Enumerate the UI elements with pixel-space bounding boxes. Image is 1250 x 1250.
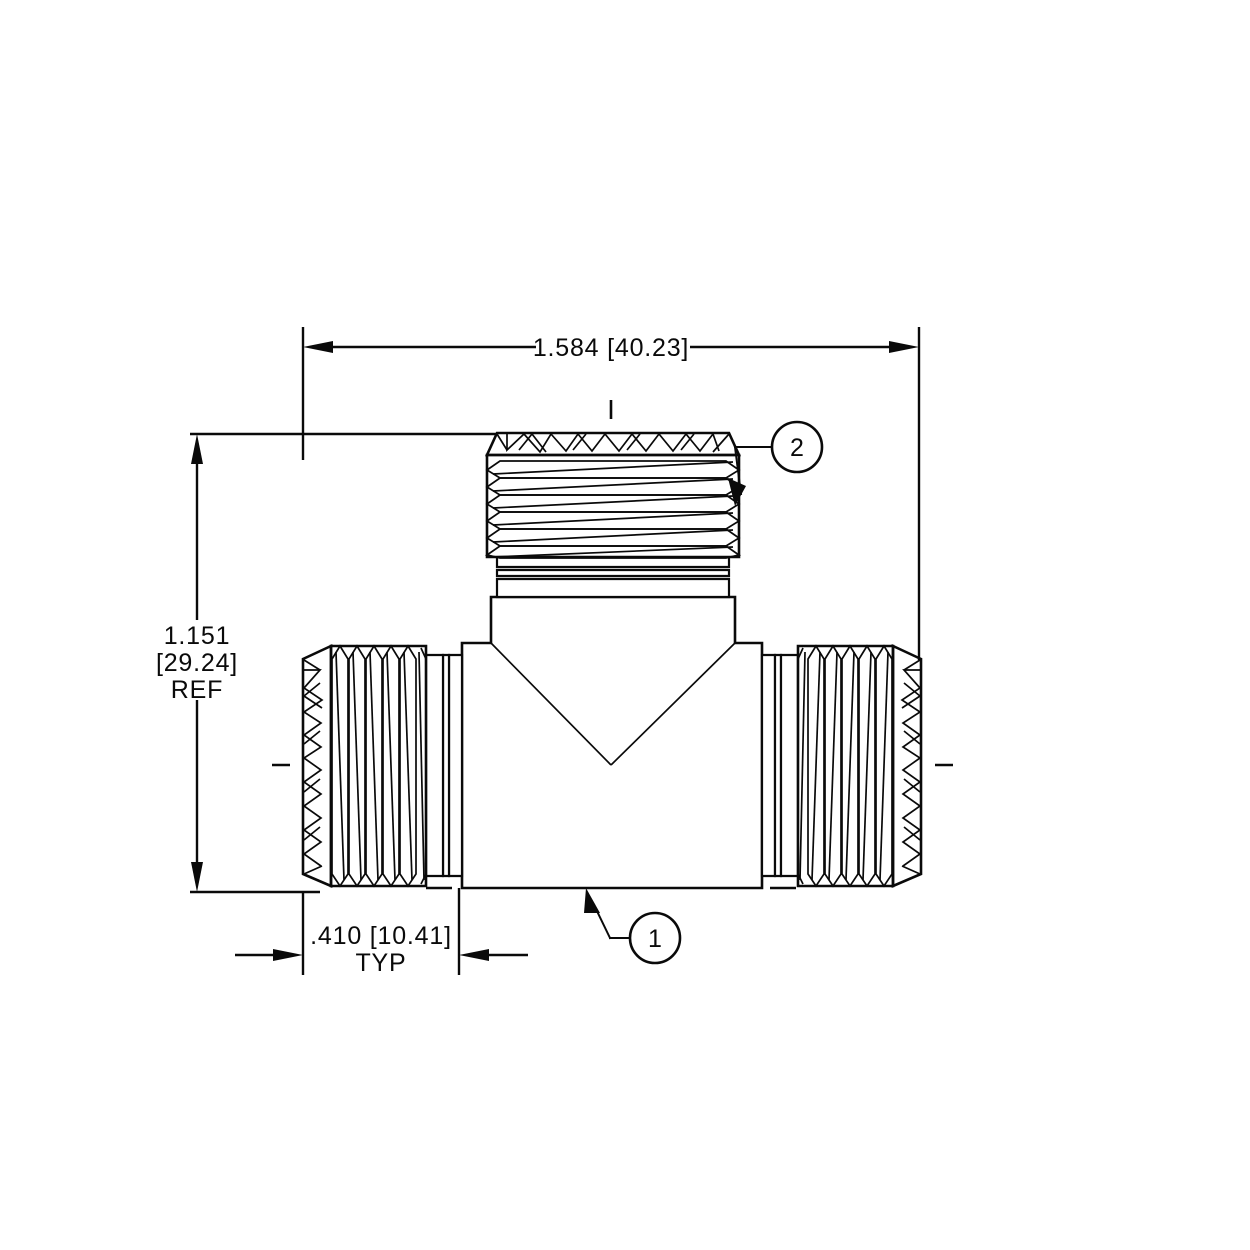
overall-height-label-note: REF: [171, 676, 223, 704]
overall-width-dimension: 1.584 [40.23]: [303, 334, 919, 362]
thread-length-dimension: .410 [10.41] TYP: [235, 922, 528, 977]
left-collar-band-3: [447, 653, 464, 878]
extension-lines: [190, 327, 921, 975]
overall-height-label-mm: [29.24]: [156, 649, 238, 677]
balloon-circle-1[interactable]: [628, 911, 682, 965]
balloon-label-2: 2: [790, 434, 804, 462]
top-collar-band-3: [495, 577, 731, 599]
left-collar-band-1: [424, 653, 445, 878]
thread-length-label-note: TYP: [355, 949, 406, 977]
balloon-item-1[interactable]: 1: [584, 888, 682, 965]
tee-body: [460, 595, 764, 890]
thread-length-label: .410 [10.41]: [310, 922, 452, 950]
top-thread-helix-lines: [484, 460, 742, 559]
top-threaded-port: [484, 431, 742, 599]
balloon-item-2[interactable]: 2: [728, 420, 824, 506]
right-thread-crest: [891, 643, 923, 888]
overall-height-label-inch: 1.151: [164, 622, 231, 650]
right-collar-band-1: [779, 653, 800, 878]
top-collar-band-2: [495, 568, 731, 578]
right-thread-helix-lines: [797, 644, 893, 888]
balloon-label-1: 1: [648, 925, 662, 953]
top-thread-crest: [484, 431, 742, 457]
left-thread-helix-lines: [331, 644, 427, 888]
right-threaded-port: [760, 643, 923, 888]
centerline-marks: [272, 400, 953, 890]
overall-height-dimension: 1.151 [29.24] REF: [156, 434, 238, 892]
left-thread-crest: [301, 643, 333, 888]
left-threaded-port: [301, 643, 464, 888]
overall-width-label: 1.584 [40.23]: [533, 334, 689, 362]
balloon-circle-2[interactable]: [770, 420, 824, 474]
right-collar-band-3: [760, 653, 777, 878]
